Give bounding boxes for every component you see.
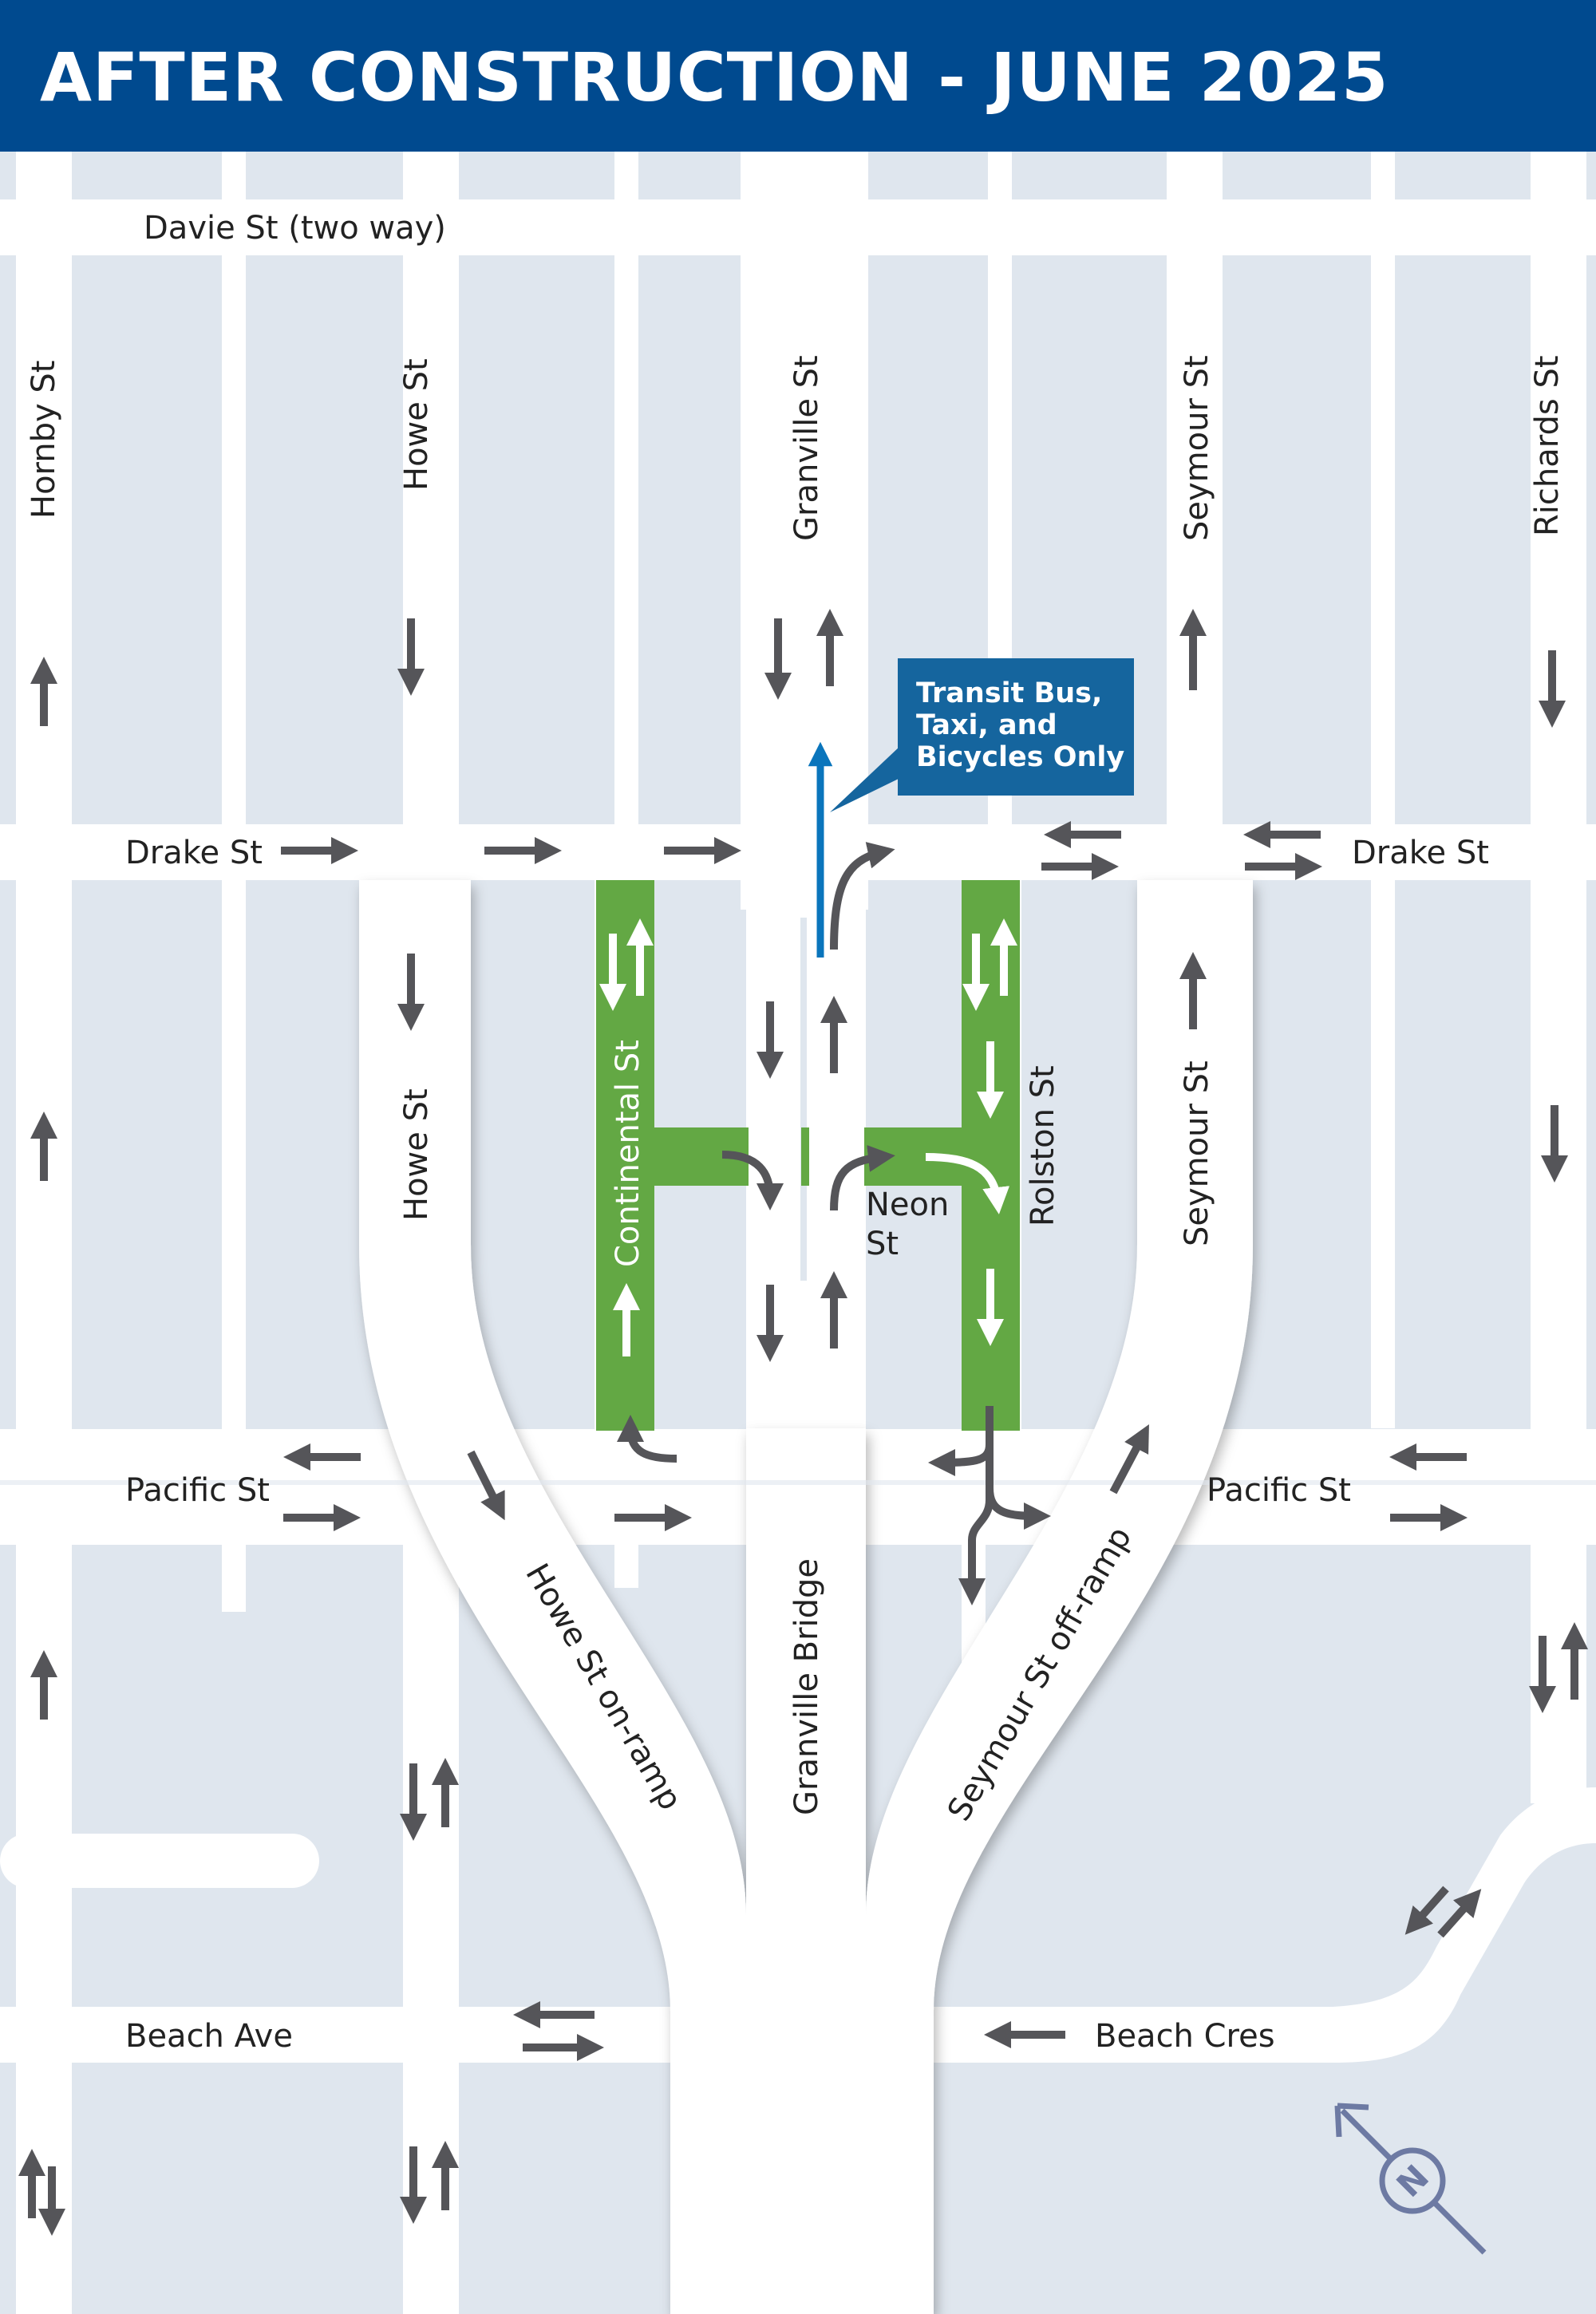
callout-line-1: Transit Bus, — [916, 677, 1102, 709]
label-pacific-st-east: Pacific St — [1207, 1472, 1351, 1509]
plaza-arrows — [598, 918, 1018, 1356]
road-seymour — [1167, 152, 1223, 950]
alley-1 — [222, 152, 246, 1612]
label-neon-line-2: St — [866, 1226, 899, 1262]
turn-arrow-icon — [830, 842, 895, 950]
page-title: AFTER CONSTRUCTION - JUNE 2025 — [40, 38, 1389, 116]
header-bar: AFTER CONSTRUCTION - JUNE 2025 — [0, 0, 1596, 152]
label-seymour-st-north: Seymour St — [1179, 355, 1215, 541]
label-beach-ave: Beach Ave — [125, 2018, 293, 2055]
road-beach-cres — [934, 1787, 1596, 2063]
turn-arrow-icon — [617, 1415, 678, 1463]
ramps — [359, 880, 1253, 2314]
road-granville — [741, 152, 868, 910]
label-continental-st: Continental St — [610, 1040, 646, 1267]
label-richards-st: Richards St — [1529, 355, 1566, 536]
alley-4 — [1371, 152, 1395, 1428]
straight-arrow-icon — [1404, 1886, 1449, 1935]
label-seymour-st-mid: Seymour St — [1179, 1060, 1215, 1246]
straight-arrow-icon — [1437, 1889, 1482, 1938]
rolston-plaza — [962, 880, 1020, 1431]
turn-arrow-icon — [830, 1144, 895, 1211]
turn-arrow-icon — [925, 1153, 1010, 1214]
granville-median — [800, 918, 807, 1281]
label-howe-st-north: Howe St — [398, 358, 435, 491]
road-richards — [1531, 152, 1586, 1803]
label-howe-st-mid: Howe St — [398, 1088, 435, 1221]
north-compass-icon: N — [1334, 2103, 1487, 2255]
label-granville-bridge: Granville Bridge — [788, 1558, 825, 1815]
callout-line-3: Bicycles Only — [916, 741, 1124, 773]
turn-arrow-icon — [986, 1487, 1052, 1530]
label-drake-st-west: Drake St — [125, 835, 263, 871]
label-davie-st: Davie St (two way) — [144, 210, 446, 247]
label-beach-cres: Beach Cres — [1095, 2018, 1275, 2055]
straight-arrow-icon — [1109, 1424, 1149, 1495]
label-hornby-st: Hornby St — [26, 361, 62, 519]
straight-arrow-icon — [467, 1450, 505, 1521]
turn-arrow-icon — [721, 1151, 784, 1210]
seymour-off-ramp-shape — [866, 880, 1253, 2314]
traffic-arrows — [18, 608, 1589, 2237]
label-pacific-st-west: Pacific St — [125, 1472, 270, 1509]
label-neon-line-1: Neon — [866, 1187, 949, 1223]
road-beach-ave — [0, 2007, 702, 2063]
label-rolston-st: Rolston St — [1025, 1065, 1061, 1226]
road-network — [0, 152, 1596, 2314]
howe-on-ramp-shape — [359, 880, 746, 2314]
transit-callout: Transit Bus, Taxi, and Bicycles Only — [830, 658, 1134, 812]
callout-line-2: Taxi, and — [916, 709, 1057, 741]
label-granville-st: Granville St — [788, 355, 825, 541]
pacific-median — [0, 1480, 1596, 1485]
road-west-lane — [0, 1834, 319, 1888]
label-drake-st-east: Drake St — [1352, 835, 1489, 871]
